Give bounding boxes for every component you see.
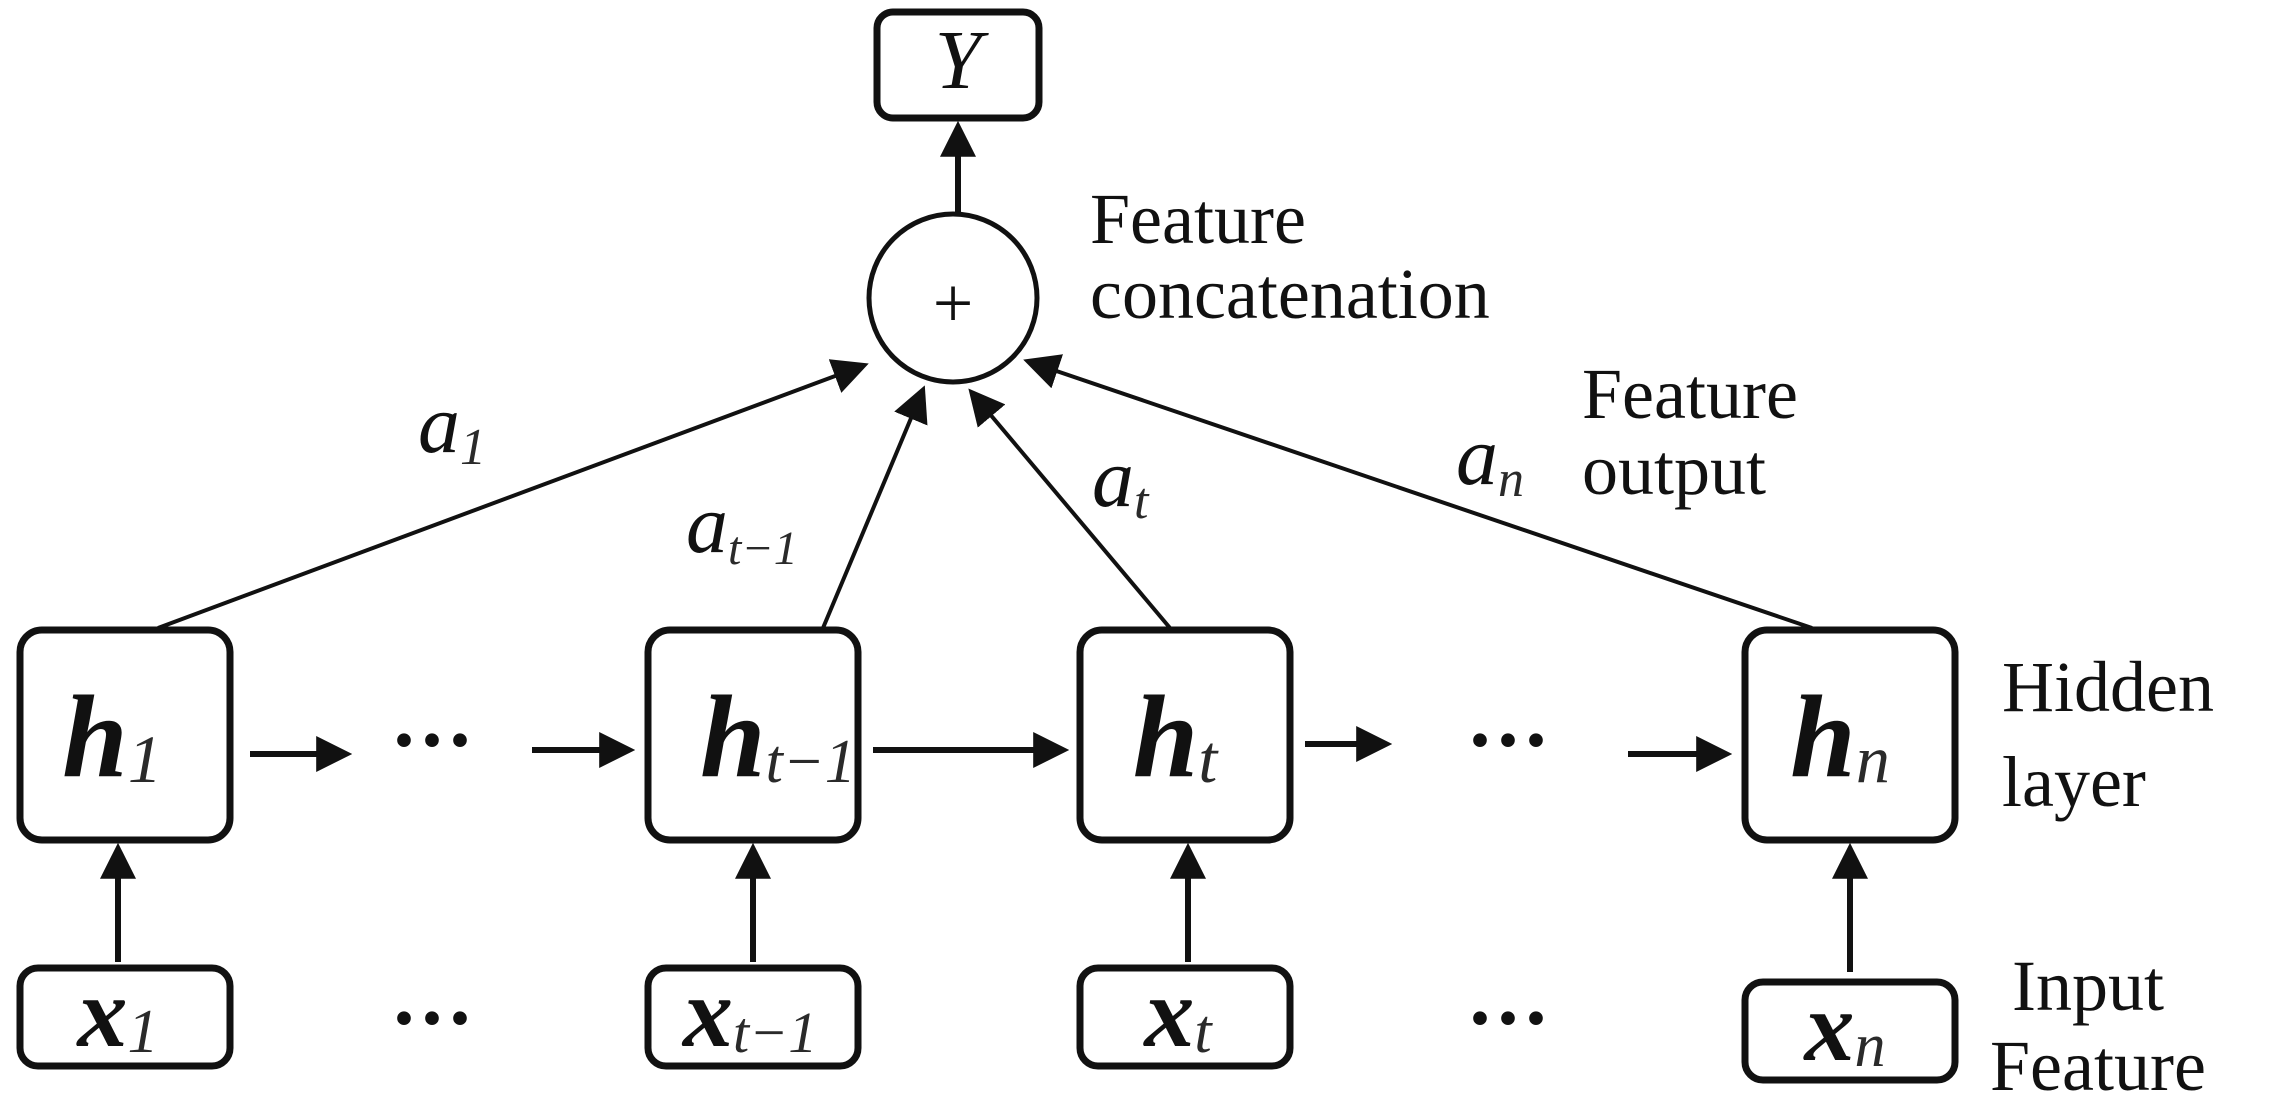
svg-text:xn: xn [1803,971,1886,1082]
attention-weight-1: a1 [418,378,486,476]
hidden-ellipsis-right: ··· [1466,694,1550,787]
output-annotation-line2: output [1582,430,1766,510]
svg-text:ht−1: ht−1 [700,671,856,802]
output-label: Y [935,14,990,107]
svg-text:xt: xt [1142,957,1213,1068]
hidden-ellipsis-left: ··· [390,694,474,787]
input-node-t: xt [1076,957,1294,1070]
plus-icon: + [933,263,974,343]
hidden-node-t-1: ht−1 [644,626,862,844]
attention-arrow-n [1023,354,1813,630]
attention-weight-n: an [1456,410,1524,508]
attention-weight-t: at [1092,432,1150,530]
concat-annotation-line1: Feature [1090,179,1306,259]
svg-text:ht: ht [1133,671,1220,802]
input-node-n: xn [1741,971,1959,1084]
concatenation-node: + [866,211,1040,385]
svg-text:x1: x1 [76,957,159,1068]
input-ellipsis-left: ··· [390,972,474,1065]
attention-weight-t-1: at−1 [686,478,798,575]
svg-text:hn: hn [1790,671,1890,802]
hidden-node-n: hn [1741,626,1959,844]
svg-text:xt−1: xt−1 [681,957,817,1068]
svg-text:h1: h1 [62,671,162,802]
input-node-t-1: xt−1 [644,957,862,1070]
input-annotation-line1: Input [2012,946,2164,1026]
hidden-annotation-line1: Hidden [2002,647,2214,727]
output-node: Y [873,8,1043,122]
attention-arrow-1 [157,359,869,630]
concat-annotation-line2: concatenation [1090,254,1490,334]
hidden-node-t: ht [1076,626,1294,844]
input-node-1: x1 [16,957,234,1070]
output-annotation-line1: Feature [1582,354,1798,434]
attention-arrow-t-1 [821,385,928,629]
hidden-annotation-line2: layer [2002,742,2146,822]
input-ellipsis-right: ··· [1466,972,1550,1065]
attention-arrow-t [968,388,1172,630]
hidden-node-1: h1 [16,626,234,844]
input-annotation-line2: Feature [1990,1026,2206,1100]
